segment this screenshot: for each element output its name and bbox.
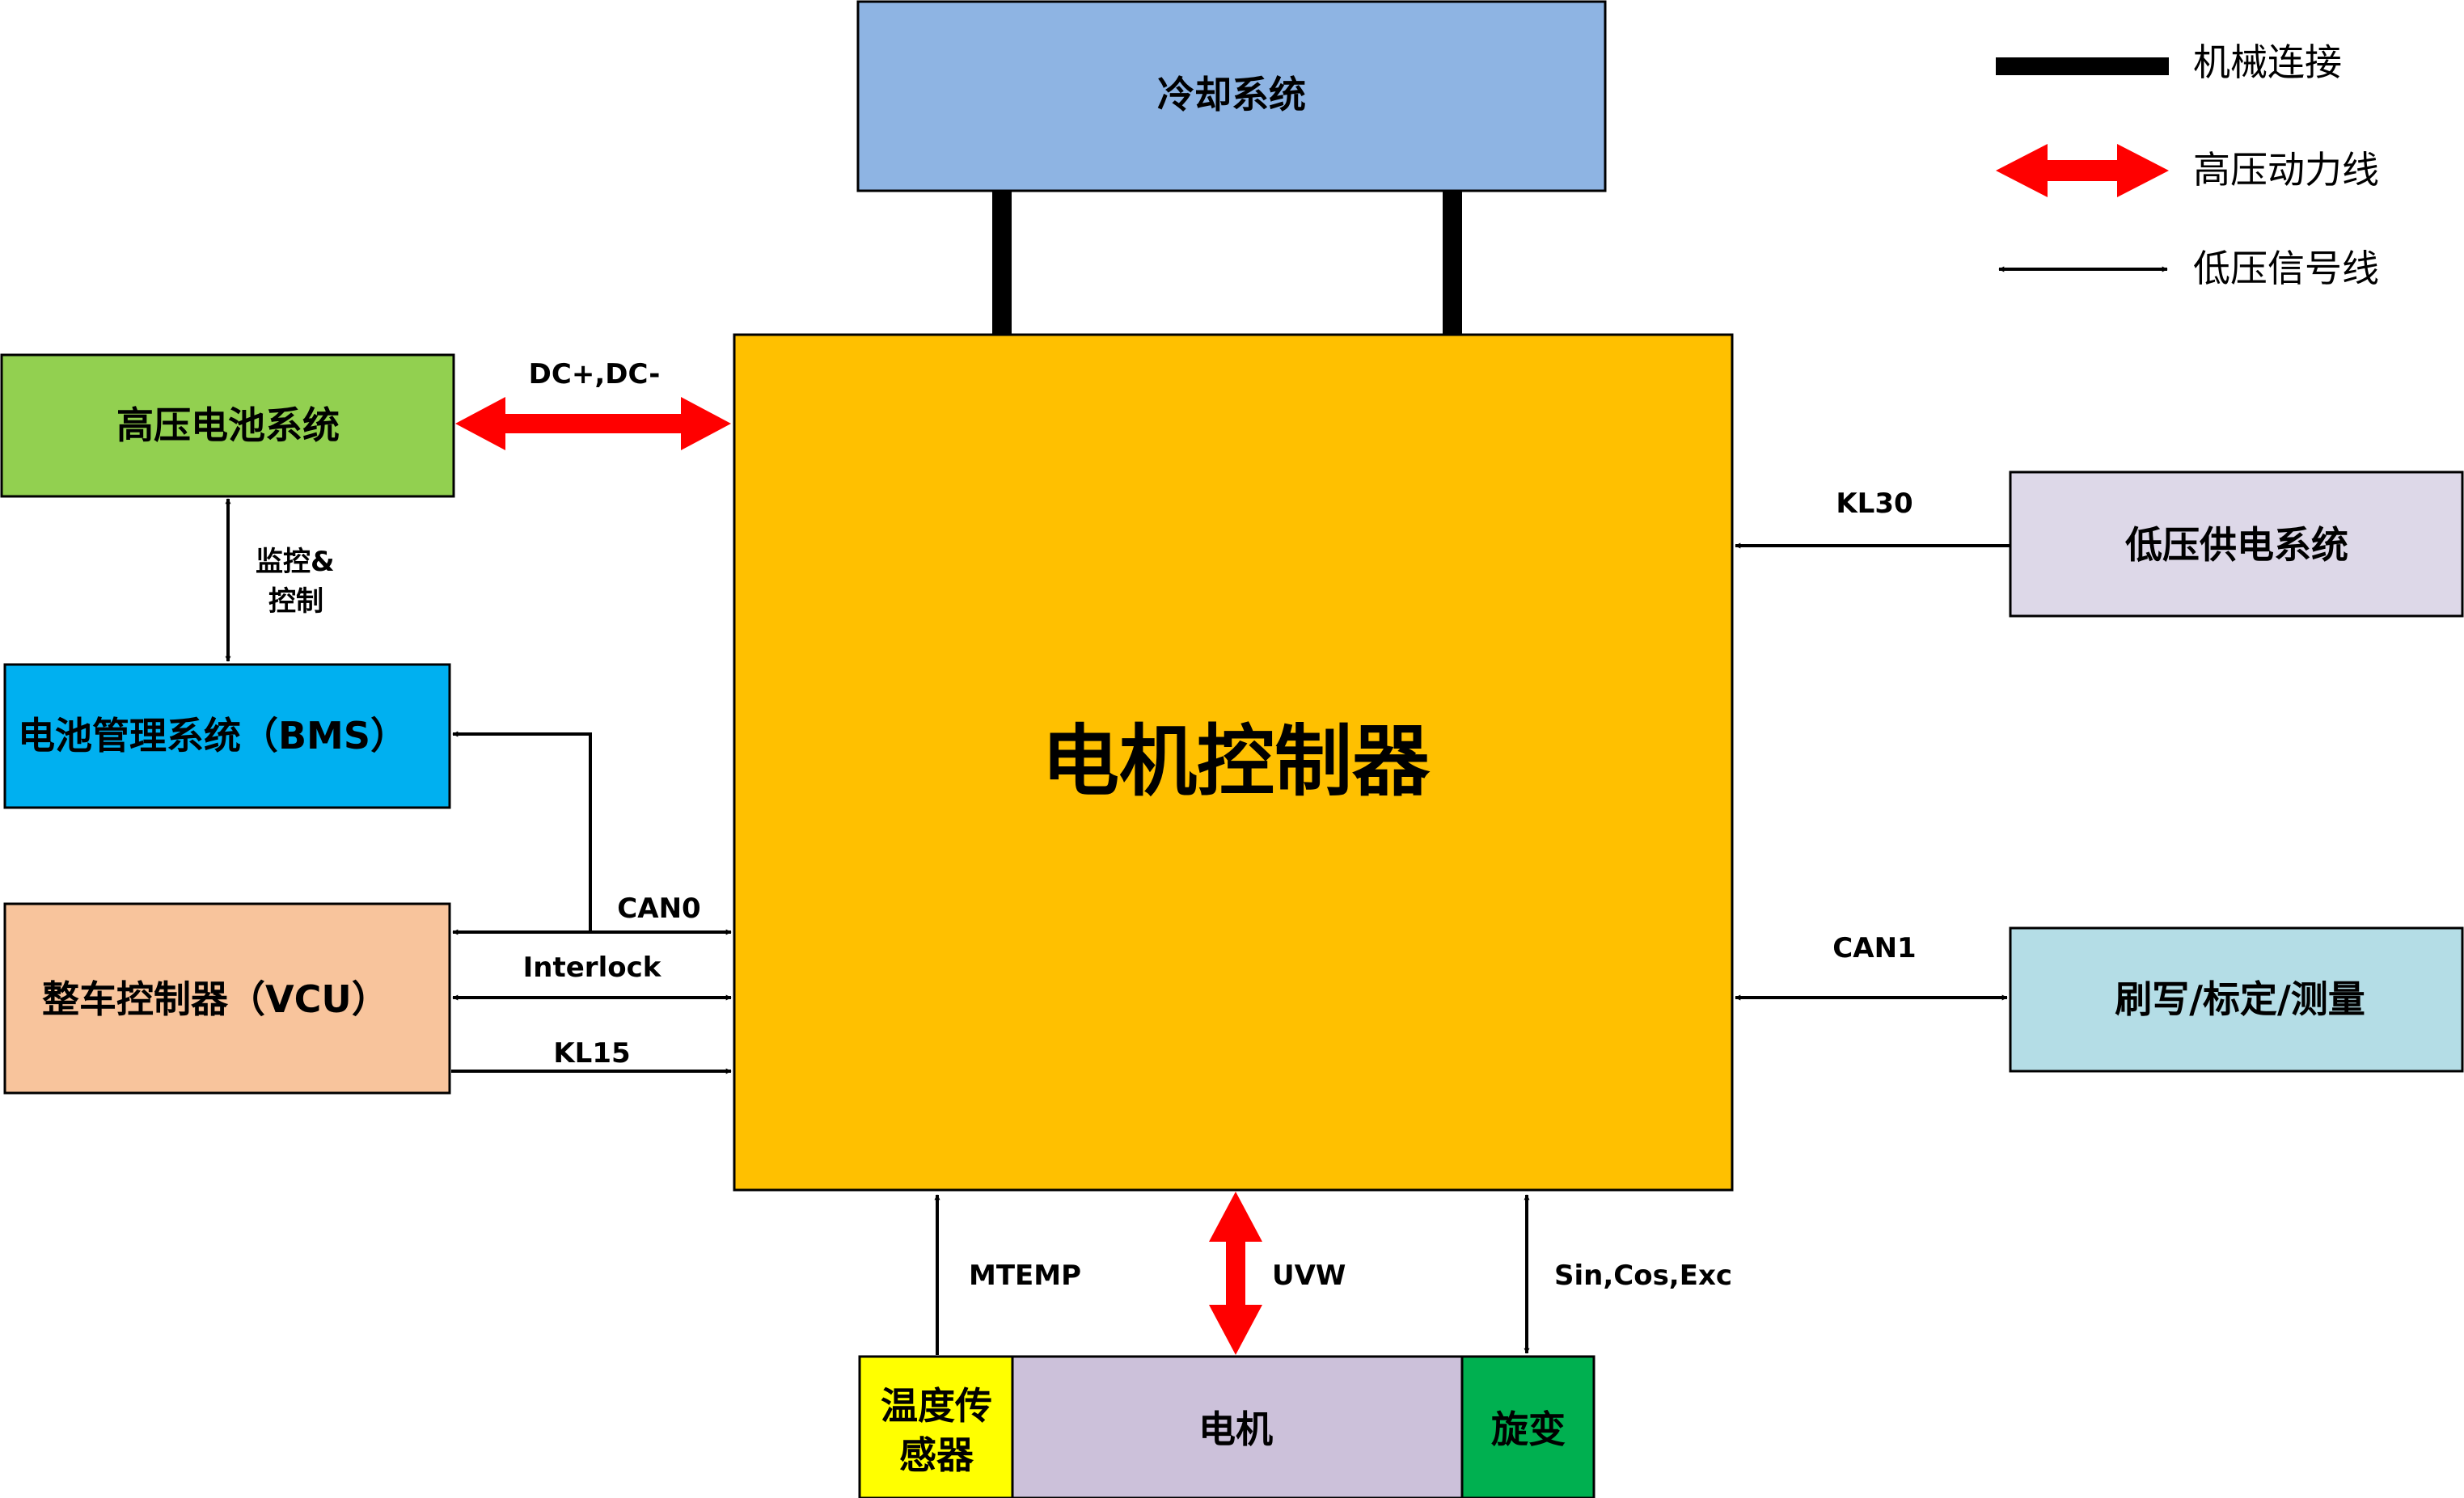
legend-hv-power-label: 高压动力线	[2193, 148, 2379, 192]
bms-label: 电池管理系统（BMS）	[18, 714, 408, 757]
dc-power-arrow	[455, 397, 731, 450]
motor-controller-block	[733, 333, 1734, 1192]
legend-mechanical-label: 机械连接	[2193, 40, 2342, 84]
resolver-signal-label: Sin,Cos,Exc	[1554, 1260, 1732, 1292]
mtemp-label: MTEMP	[969, 1260, 1081, 1292]
legend-lv-signal-label: 低压信号线	[2193, 247, 2379, 290]
hv-battery-label: 高压电池系统	[116, 403, 340, 447]
vcu-block	[3, 902, 451, 1095]
monitor-control-label-2: 控制	[268, 585, 323, 618]
temp-sensor-block	[858, 1355, 1014, 1498]
mechanical-link-left	[992, 191, 1012, 335]
temp-sensor-label-2: 感器	[899, 1433, 974, 1477]
can1-label: CAN1	[1832, 932, 1916, 964]
resolver-label: 旋变	[1491, 1407, 1566, 1451]
interlock-label: Interlock	[523, 952, 662, 984]
kl30-label: KL30	[1836, 487, 1912, 520]
mechanical-link-right	[1443, 191, 1462, 335]
vcu-label: 整车控制器（VCU）	[42, 977, 389, 1021]
can0-bms-branch	[452, 731, 592, 932]
hv-battery-block	[0, 353, 455, 498]
legend: 机械连接 高压动力线 低压信号线	[1996, 40, 2379, 290]
flash-calib-label: 刷写/标定/测量	[2115, 977, 2365, 1021]
motor-label: 电机	[1198, 1407, 1273, 1451]
can0-label: CAN0	[617, 892, 700, 925]
kl15-label: KL15	[553, 1037, 630, 1070]
lv-supply-label: 低压供电系统	[2125, 523, 2348, 567]
uvw-label: UVW	[1272, 1260, 1346, 1292]
legend-mechanical-swatch	[1996, 57, 2169, 75]
dc-power-label: DC+,DC-	[529, 358, 661, 390]
bms-block	[3, 663, 451, 809]
legend-hv-power-swatch	[1996, 144, 2169, 197]
lv-supply-block	[2009, 470, 2464, 618]
motor-controller-label: 电机控制器	[1042, 716, 1431, 807]
cooling-system-label: 冷却系统	[1157, 73, 1306, 116]
resolver-block	[1460, 1355, 1595, 1498]
flash-calib-block	[2009, 926, 2464, 1073]
uvw-power-arrow	[1209, 1192, 1262, 1355]
cooling-system-block	[856, 0, 1607, 192]
temp-sensor-label-1: 温度传	[881, 1384, 992, 1428]
monitor-control-label-1: 监控&	[256, 546, 335, 578]
